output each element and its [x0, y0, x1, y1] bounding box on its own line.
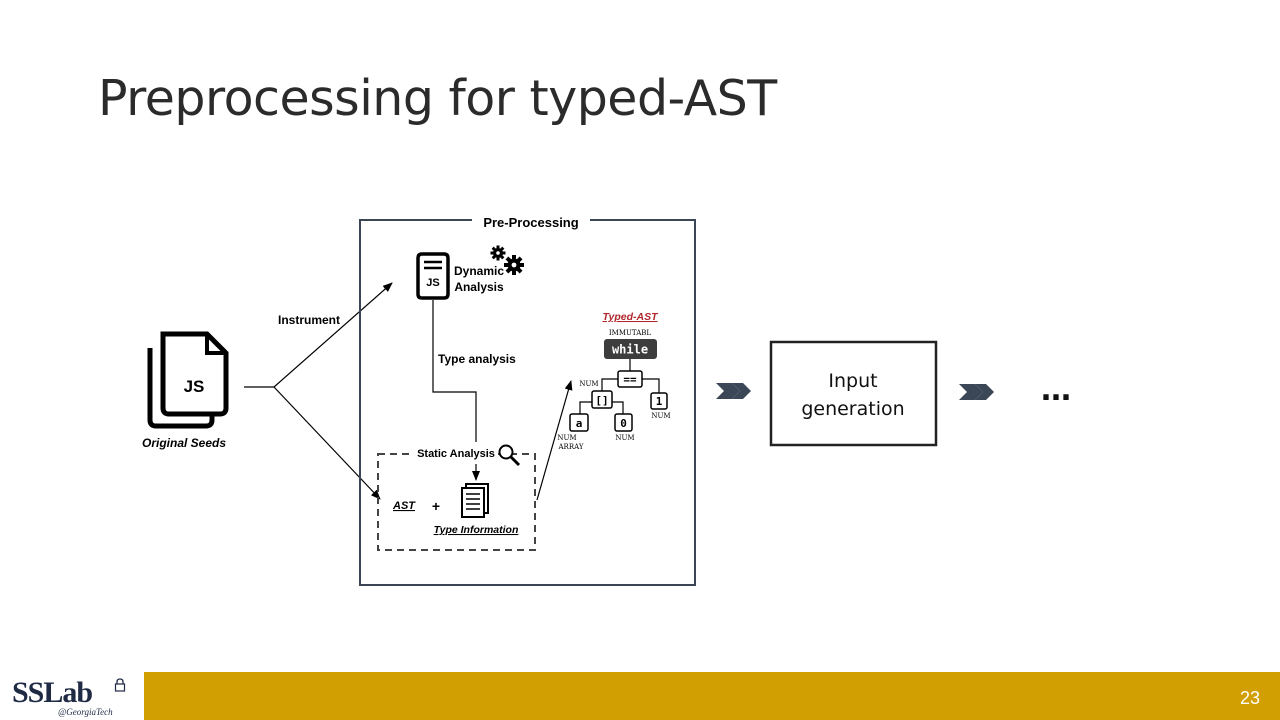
slide-title: Preprocessing for typed-AST	[98, 70, 777, 127]
magnifier-icon	[498, 444, 521, 467]
sslab-logo: SSLab	[12, 676, 93, 709]
input-generation-box	[769, 340, 938, 447]
a-annotation-array: ARRAY	[558, 443, 584, 451]
zero-annotation: NUM	[615, 434, 634, 442]
tree-node-equals	[617, 370, 643, 388]
footer-logo-area: SSLab @GeorgiaTech	[0, 672, 144, 720]
dynamic-js-file-icon	[416, 252, 450, 300]
a-annotation-num: NUM	[557, 434, 576, 442]
type-analysis-connector	[432, 300, 477, 442]
chevron-right-icon-2	[959, 384, 994, 400]
tree-node-zero	[614, 413, 633, 432]
input-generation-label-2: generation	[801, 398, 904, 420]
tree-node-one-label: 1	[656, 395, 663, 408]
tree-node-zero-label: 0	[620, 417, 627, 430]
typed-ast-title: Typed-AST	[602, 311, 659, 323]
input-generation-label-1: Input	[828, 370, 877, 392]
tree-node-index	[591, 390, 613, 409]
plus-label: +	[432, 498, 440, 514]
preprocessing-title: Pre-Processing	[483, 215, 578, 230]
sslab-logo-subtitle: @GeorgiaTech	[58, 707, 113, 717]
dynamic-js-icon-label: JS	[426, 277, 439, 289]
tree-node-equals-label: ==	[623, 373, 637, 386]
type-information-label: Type Information	[434, 524, 519, 536]
typed-ast-arrow	[536, 380, 573, 501]
tree-node-index-label: []	[595, 394, 608, 407]
preprocessing-diagram: JS Original Seeds Instrument Pre-Process…	[141, 215, 1071, 586]
tree-node-a-label: a	[576, 417, 583, 430]
static-analysis-label: Static Analysis	[417, 448, 495, 460]
ellipsis: …	[1041, 373, 1071, 408]
footer-bar: 23	[144, 672, 1280, 720]
type-analysis-label: Type analysis	[438, 352, 516, 366]
tree-node-a	[569, 413, 589, 432]
seed-fork-arrows	[244, 282, 393, 500]
equals-annotation: NUM	[579, 380, 598, 388]
page-number: 23	[1239, 688, 1260, 708]
type-information-document-icon	[461, 483, 489, 518]
original-seeds-label: Original Seeds	[142, 436, 226, 450]
instrument-label: Instrument	[278, 313, 340, 327]
dynamic-analysis-label-1: Dynamic	[454, 264, 504, 278]
while-annotation: IMMUTABL	[609, 329, 651, 337]
preprocessing-box	[359, 219, 696, 586]
typed-ast-edges	[579, 359, 660, 414]
lock-icon	[114, 678, 126, 692]
dynamic-analysis-label-2: Analysis	[454, 280, 504, 294]
seeds-icon-label: JS	[184, 377, 205, 396]
slide-footer: SSLab @GeorgiaTech 23	[0, 672, 1280, 720]
tree-node-while	[604, 339, 657, 359]
tree-node-while-label: while	[612, 343, 648, 357]
original-seeds-icon	[147, 331, 229, 429]
gear-icon	[490, 245, 524, 275]
one-annotation: NUM	[651, 412, 670, 420]
tree-node-one	[650, 392, 668, 410]
chevron-right-icon-1	[716, 383, 751, 399]
ast-label: AST	[392, 500, 416, 512]
